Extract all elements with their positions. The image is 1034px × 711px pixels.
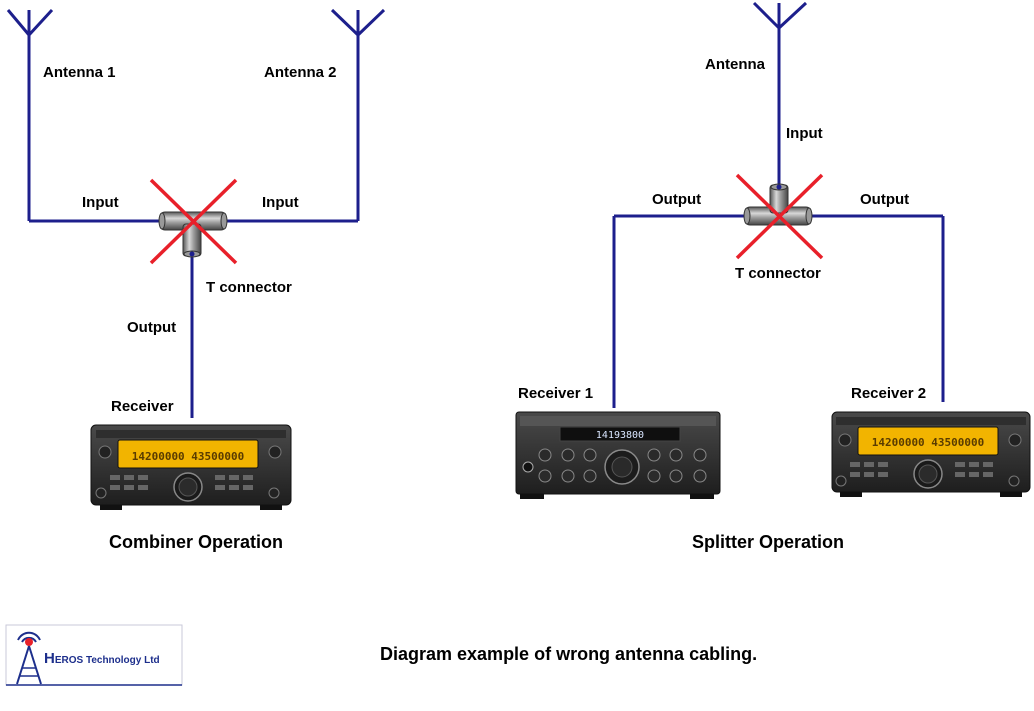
t-connector-label: T connector xyxy=(735,265,821,282)
transceiver-icon: 14200000 43500000 xyxy=(831,411,1031,497)
footer-note: Diagram example of wrong antenna cabling… xyxy=(380,644,758,664)
radio-freq-display: 14200000 43500000 xyxy=(132,450,245,463)
transceiver-icon: 14200000 43500000 xyxy=(90,424,292,510)
input-label: Input xyxy=(786,125,823,142)
antenna-icon xyxy=(6,8,54,221)
output-label: Output xyxy=(127,319,177,336)
wrong-cross-icon xyxy=(149,178,238,265)
output-right-label: Output xyxy=(860,191,910,208)
combiner-caption: Combiner Operation xyxy=(109,532,284,552)
receiver1-label: Receiver 1 xyxy=(518,385,594,402)
t-connector-label: T connector xyxy=(206,279,292,296)
splitter-caption: Splitter Operation xyxy=(692,532,845,552)
transceiver-icon: 14193800 xyxy=(515,411,721,499)
input-left-label: Input xyxy=(82,194,119,211)
antenna-icon xyxy=(752,1,808,186)
wrong-cross-icon xyxy=(735,173,824,260)
logo-icon xyxy=(5,624,183,686)
antenna1-label: Antenna 1 xyxy=(43,64,116,81)
combiner-wiring xyxy=(6,8,386,418)
receiver-label: Receiver xyxy=(111,398,174,415)
input-right-label: Input xyxy=(262,194,299,211)
logo-text: HEROS Technology Ltd xyxy=(44,650,160,667)
splitter-wiring xyxy=(612,1,945,408)
output-left-label: Output xyxy=(652,191,702,208)
antenna-icon xyxy=(330,8,386,221)
antenna2-label: Antenna 2 xyxy=(264,64,337,81)
antenna-label: Antenna xyxy=(705,56,765,73)
radio-freq-display: 14193800 xyxy=(596,430,644,441)
radio-freq-display: 14200000 43500000 xyxy=(872,436,985,449)
receiver2-label: Receiver 2 xyxy=(851,385,927,402)
